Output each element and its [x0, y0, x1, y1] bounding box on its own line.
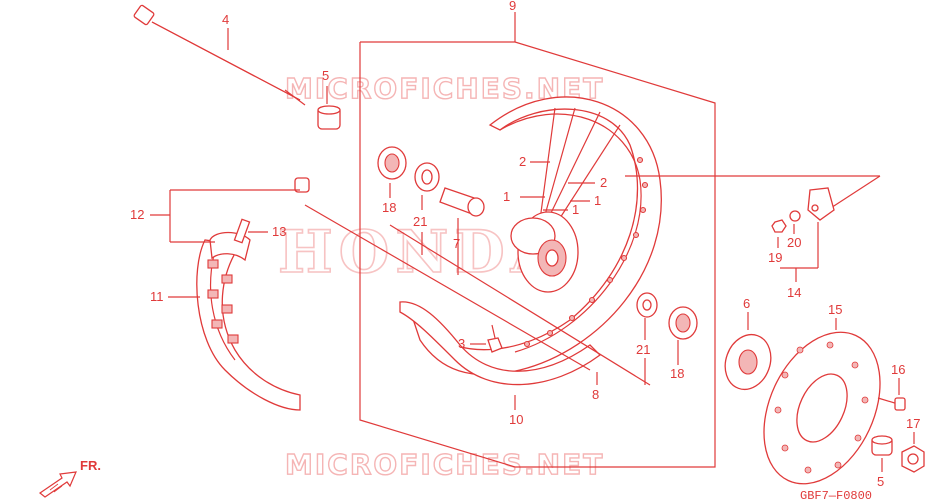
callout-1-center: 1: [572, 202, 579, 217]
valve-cap-part: [294, 177, 310, 193]
callout-1-left: 1: [503, 189, 510, 204]
callout-21-left: 21: [413, 214, 427, 229]
left-oil-seal: [377, 146, 407, 180]
callout-1-right: 1: [594, 193, 601, 208]
callout-10: 10: [509, 412, 523, 427]
callout-13: 13: [272, 224, 286, 239]
callout-16: 16: [891, 362, 905, 377]
valve-part: [487, 324, 503, 353]
callout-21-right: 21: [636, 342, 650, 357]
callout-15: 15: [828, 302, 842, 317]
callout-4: 4: [222, 12, 229, 27]
disc-bolt-part: [877, 397, 906, 411]
callout-17: 17: [906, 416, 920, 431]
front-direction-label: FR.: [80, 458, 101, 473]
leader-8: [304, 204, 591, 371]
watermark-bottom: MICROFICHES.NET: [285, 448, 604, 481]
callout-2-right: 2: [600, 175, 607, 190]
axle-nut-part: [901, 445, 925, 473]
leader-seal-line: [389, 224, 651, 386]
callout-3: 3: [458, 336, 465, 351]
collar-part-lower: [871, 435, 893, 456]
callout-2-left: 2: [519, 154, 526, 169]
callout-19: 19: [768, 250, 782, 265]
callout-18-right: 18: [670, 366, 684, 381]
watermark-center: HONDA: [278, 218, 562, 286]
front-direction-arrow-icon: [38, 471, 77, 498]
washer-part: [789, 210, 801, 222]
tire-part: [196, 239, 301, 411]
inner-tube-part: [209, 218, 251, 262]
axle-part: [133, 4, 306, 106]
callout-18-left: 18: [382, 200, 396, 215]
spacer-part: [439, 187, 485, 217]
callout-11: 11: [150, 289, 164, 304]
callout-12: 12: [130, 207, 144, 222]
spokes: [539, 107, 621, 221]
callout-5-top: 5: [322, 68, 329, 83]
diagram-code: GBF7—F0800: [800, 489, 872, 503]
wheel-rim: [409, 96, 662, 376]
cable-guide-part: [807, 187, 835, 221]
rim-band-part: [399, 301, 601, 386]
nut-part-19: [771, 219, 787, 233]
dust-seal-part: [724, 333, 772, 391]
callout-14: 14: [787, 285, 801, 300]
callout-6: 6: [743, 296, 750, 311]
left-bearing: [414, 162, 440, 192]
wheel-hub: [510, 211, 579, 293]
right-oil-seal: [668, 306, 698, 340]
callout-5-bottom: 5: [877, 474, 884, 489]
brake-disc-part: [763, 331, 881, 485]
callout-20: 20: [787, 235, 801, 250]
collar-part: [317, 105, 341, 130]
callout-7: 7: [453, 236, 460, 251]
right-bearing: [636, 292, 658, 318]
callout-8: 8: [592, 387, 599, 402]
rim-spoke-holes: [523, 156, 649, 348]
callout-9: 9: [509, 0, 516, 13]
